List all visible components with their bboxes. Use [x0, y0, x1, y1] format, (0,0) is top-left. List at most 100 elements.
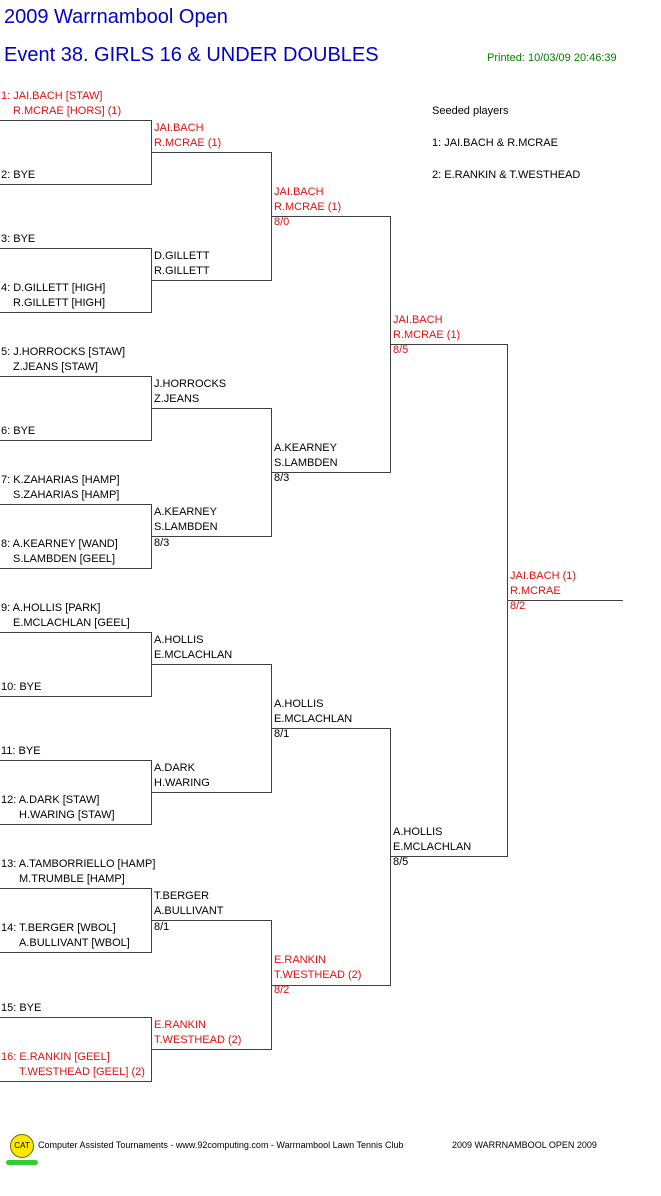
r2-entry-5-line2: E.MCLACHLAN [154, 649, 233, 661]
bracket-line [152, 408, 272, 409]
r2-entry-1-line1: JAI.BACH [154, 122, 204, 134]
bracket-line [152, 664, 272, 665]
r4-entry-1-line1: JAI.BACH [393, 314, 443, 326]
r2-entry-7-score: 8/1 [154, 921, 170, 933]
r1-entry-14-line1: 14: T.BERGER [WBOL] [1, 922, 116, 934]
bracket-line [151, 1017, 152, 1082]
r1-entry-1-line2: R.MCRAE [HORS] (1) [13, 105, 122, 117]
r1-entry-16-line1: 16: E.RANKIN [GEEL] [1, 1051, 110, 1063]
r2-entry-6-line2: H.WARING [154, 777, 210, 789]
bracket-line [151, 632, 152, 697]
footer-credit: Computer Assisted Tournaments - www.92co… [38, 1140, 404, 1150]
r3-entry-2-line2: S.LAMBDEN [274, 457, 338, 469]
r1-entry-15-line1: 15: BYE [1, 1002, 42, 1014]
bracket-line [0, 440, 152, 441]
bracket-line [0, 824, 152, 825]
logo-underline [6, 1160, 38, 1165]
r2-entry-7-line2: A.BULLIVANT [154, 905, 224, 917]
r2-entry-6-line1: A.DARK [154, 762, 195, 774]
bracket-line [0, 120, 152, 121]
bracket-line [507, 344, 508, 857]
bracket-line [151, 376, 152, 441]
bracket-line [271, 664, 272, 793]
r2-entry-2-line1: D.GILLETT [154, 250, 210, 262]
seeded-item: 1: JAI.BACH & R.MCRAE [432, 137, 558, 149]
r2-entry-8-line1: E.RANKIN [154, 1019, 206, 1031]
winner-score: 8/2 [510, 600, 526, 612]
r3-entry-4-score: 8/2 [274, 984, 290, 996]
bracket-line [151, 120, 152, 185]
bracket-line [0, 760, 152, 761]
printed-timestamp: Printed: 10/03/09 20:46:39 [487, 52, 617, 64]
bracket-line [272, 216, 391, 217]
bracket-line [0, 184, 152, 185]
r1-entry-4-line2: R.GILLETT [HIGH] [13, 297, 106, 309]
r1-entry-7-line1: 7: K.ZAHARIAS [HAMP] [1, 474, 120, 486]
cat-logo: CAT [10, 1134, 34, 1158]
bracket-line [152, 536, 272, 537]
bracket-line [272, 728, 391, 729]
r4-entry-1-line2: R.MCRAE (1) [393, 329, 461, 341]
bracket-line [152, 152, 272, 153]
r3-entry-3-score: 8/1 [274, 728, 290, 740]
r2-entry-4-score: 8/3 [154, 537, 170, 549]
r2-entry-4-line2: S.LAMBDEN [154, 521, 218, 533]
bracket-line [271, 152, 272, 281]
bracket-line [152, 280, 272, 281]
r3-entry-2-line1: A.KEARNEY [274, 442, 337, 454]
bracket-line [272, 985, 391, 986]
r2-entry-1-line2: R.MCRAE (1) [154, 137, 222, 149]
r3-entry-1-line1: JAI.BACH [274, 186, 324, 198]
r1-entry-5-line1: 5: J.HORROCKS [STAW] [1, 346, 126, 358]
r1-entry-12-line2: H.WARING [STAW] [19, 809, 115, 821]
bracket-line [151, 504, 152, 569]
r3-entry-1-score: 8/0 [274, 216, 290, 228]
r4-entry-1-score: 8/5 [393, 344, 409, 356]
bracket-line [272, 472, 391, 473]
r1-entry-1-line1: 1: JAI.BACH [STAW] [1, 90, 103, 102]
r1-entry-5-line2: Z.JEANS [STAW] [13, 361, 98, 373]
bracket-line [391, 856, 508, 857]
r1-entry-4-line1: 4: D.GILLETT [HIGH] [1, 282, 106, 294]
r3-entry-2-score: 8/3 [274, 472, 290, 484]
bracket-line [151, 888, 152, 953]
r4-entry-2-score: 8/5 [393, 856, 409, 868]
bracket-line [271, 920, 272, 1050]
seeded-item: 2: E.RANKIN & T.WESTHEAD [432, 169, 581, 181]
r1-entry-13-line1: 13: A.TAMBORRIELLO [HAMP] [1, 858, 156, 870]
r1-entry-10-line1: 10: BYE [1, 681, 42, 693]
r1-entry-7-line2: S.ZAHARIAS [HAMP] [13, 489, 120, 501]
r2-entry-2-line2: R.GILLETT [154, 265, 210, 277]
r1-entry-9-line1: 9: A.HOLLIS [PARK] [1, 602, 101, 614]
bracket-line [0, 888, 152, 889]
r1-entry-2-line1: 2: BYE [1, 169, 36, 181]
event-title: Event 38. GIRLS 16 & UNDER DOUBLES [4, 44, 379, 66]
bracket-line [0, 1017, 152, 1018]
bracket-line [0, 952, 152, 953]
bracket-line [152, 1049, 272, 1050]
bracket-line [390, 216, 391, 473]
r1-entry-9-line2: E.MCLACHLAN [GEEL] [13, 617, 130, 629]
bracket-line [508, 600, 623, 601]
r4-entry-2-line1: A.HOLLIS [393, 826, 443, 838]
bracket-line [0, 632, 152, 633]
bracket-line [0, 376, 152, 377]
r1-entry-6-line1: 6: BYE [1, 425, 36, 437]
seeded-heading: Seeded players [432, 105, 509, 117]
bracket-line [0, 248, 152, 249]
r2-entry-5-line1: A.HOLLIS [154, 634, 204, 646]
r2-entry-8-line2: T.WESTHEAD (2) [154, 1034, 242, 1046]
r1-entry-3-line1: 3: BYE [1, 233, 36, 245]
r4-entry-2-line2: E.MCLACHLAN [393, 841, 472, 853]
r1-entry-13-line2: M.TRUMBLE [HAMP] [19, 873, 125, 885]
bracket-line [152, 792, 272, 793]
r1-entry-12-line1: 12: A.DARK [STAW] [1, 794, 100, 806]
bracket-line [390, 728, 391, 986]
r1-entry-14-line2: A.BULLIVANT [WBOL] [19, 937, 130, 949]
r3-entry-4-line2: T.WESTHEAD (2) [274, 969, 362, 981]
bracket-line [391, 344, 508, 345]
r1-entry-8-line2: S.LAMBDEN [GEEL] [13, 553, 116, 565]
bracket-line [151, 760, 152, 825]
r1-entry-16-line2: T.WESTHEAD [GEEL] (2) [19, 1066, 145, 1078]
r3-entry-4-line1: E.RANKIN [274, 954, 326, 966]
